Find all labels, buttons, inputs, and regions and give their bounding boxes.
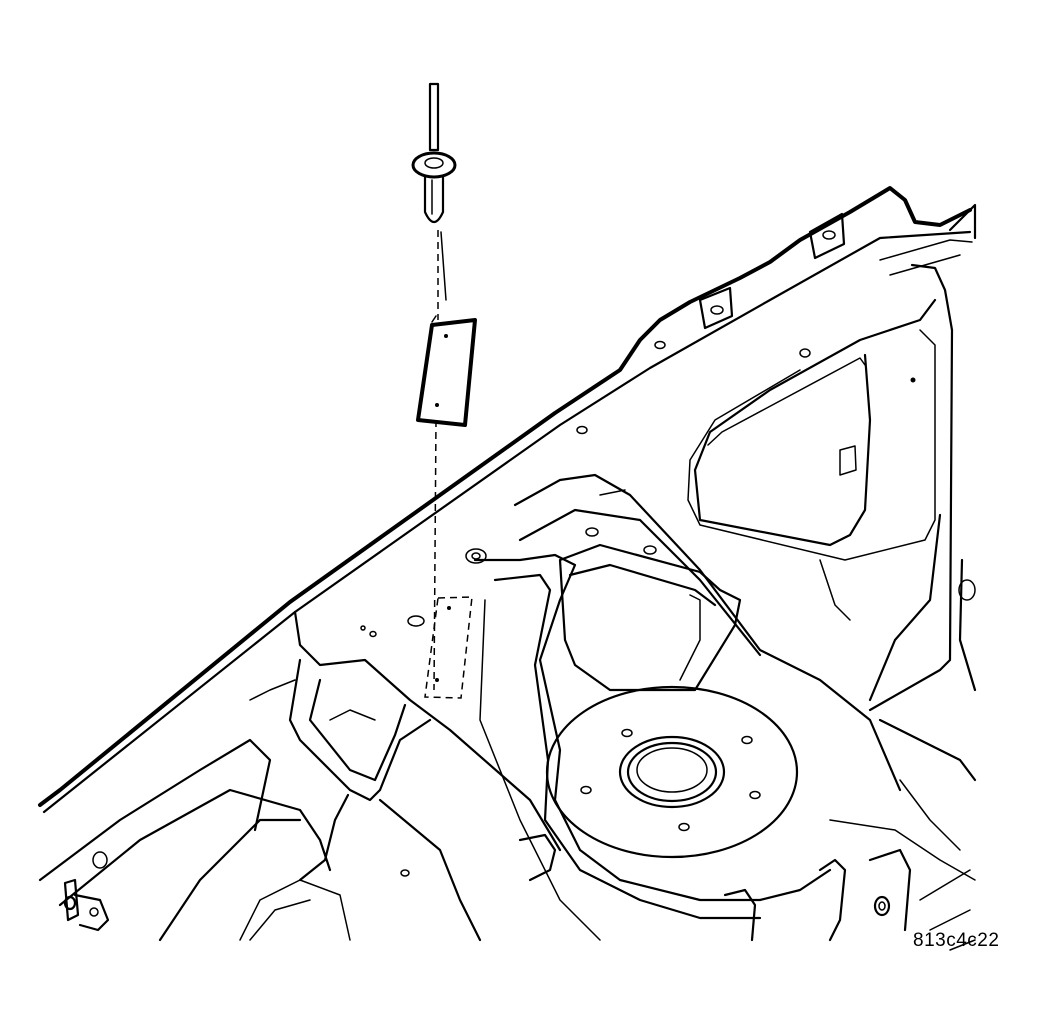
- body-panel: [38, 186, 977, 951]
- push-pin-fastener: [411, 82, 457, 224]
- assembly-centerline: [433, 230, 447, 691]
- install-location: [424, 596, 473, 699]
- seal-pad: [416, 315, 477, 427]
- figure-id-label: 813c4c22: [913, 930, 1000, 951]
